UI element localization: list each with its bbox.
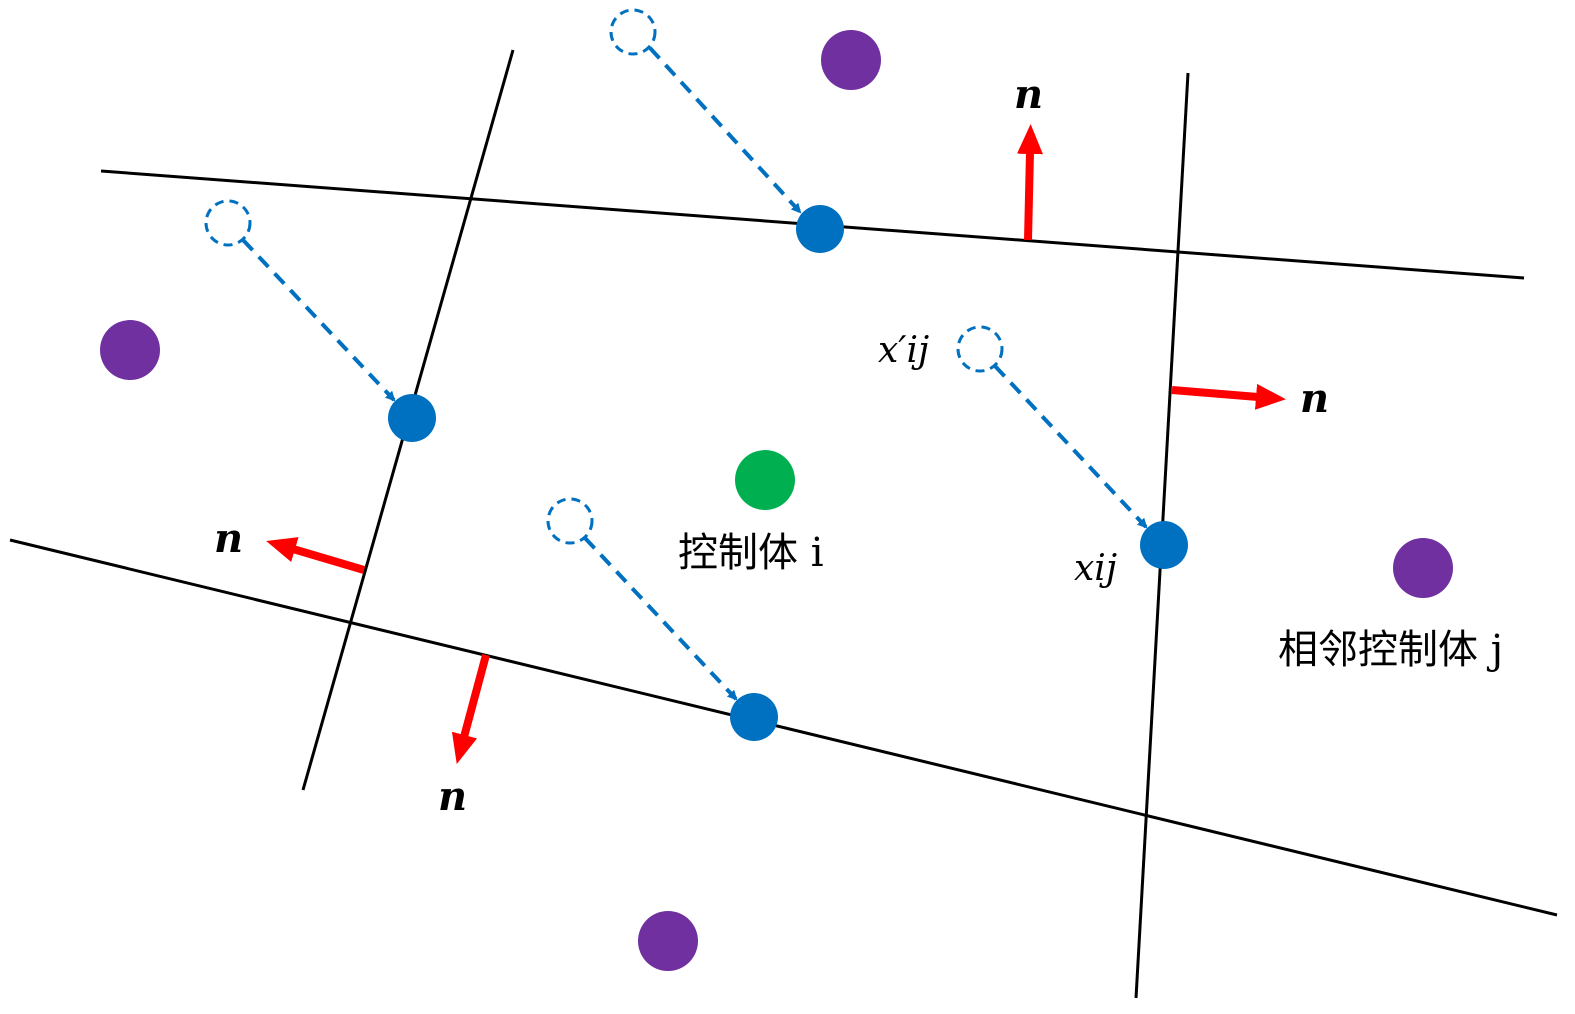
projection-arrow bbox=[241, 238, 396, 402]
projection-arrows bbox=[241, 46, 1148, 701]
control-volume-label: 控制体 i bbox=[678, 530, 824, 576]
neighbor-center bbox=[100, 320, 160, 380]
original-point bbox=[956, 325, 1004, 373]
projected-point bbox=[796, 205, 844, 253]
projected-point bbox=[388, 394, 436, 442]
original-points bbox=[204, 8, 1004, 545]
neighbor-center bbox=[638, 911, 698, 971]
neighbor-center bbox=[1393, 538, 1453, 598]
normal-arrows bbox=[266, 124, 1286, 765]
projected-point bbox=[730, 693, 778, 741]
neighbor-center bbox=[821, 30, 881, 90]
normal-label: n bbox=[1300, 375, 1329, 422]
original-point bbox=[204, 199, 252, 247]
projection-arrow bbox=[583, 536, 738, 701]
projection-arrow bbox=[648, 46, 802, 214]
control-volume-center bbox=[735, 450, 795, 510]
projected-point bbox=[1140, 521, 1188, 569]
x-label: xij bbox=[1074, 548, 1117, 589]
original-point bbox=[609, 8, 657, 56]
normal-arrow-left bbox=[266, 537, 366, 574]
original-point bbox=[546, 497, 594, 545]
normal-arrow-bottom bbox=[451, 653, 490, 765]
normal-arrow-right bbox=[1171, 383, 1286, 410]
normal-label: n bbox=[214, 515, 243, 562]
x-prime-label: x′ij bbox=[878, 330, 929, 371]
projection-arrow bbox=[993, 364, 1148, 529]
neighbor-centers bbox=[100, 30, 1453, 971]
mesh-edge-bottom bbox=[9, 538, 1558, 917]
neighbor-volume-label: 相邻控制体 j bbox=[1278, 627, 1503, 673]
normal-label: n bbox=[438, 773, 467, 820]
normal-label: n bbox=[1014, 71, 1043, 118]
projected-points bbox=[388, 205, 1188, 741]
normal-arrow-top bbox=[1016, 124, 1043, 241]
